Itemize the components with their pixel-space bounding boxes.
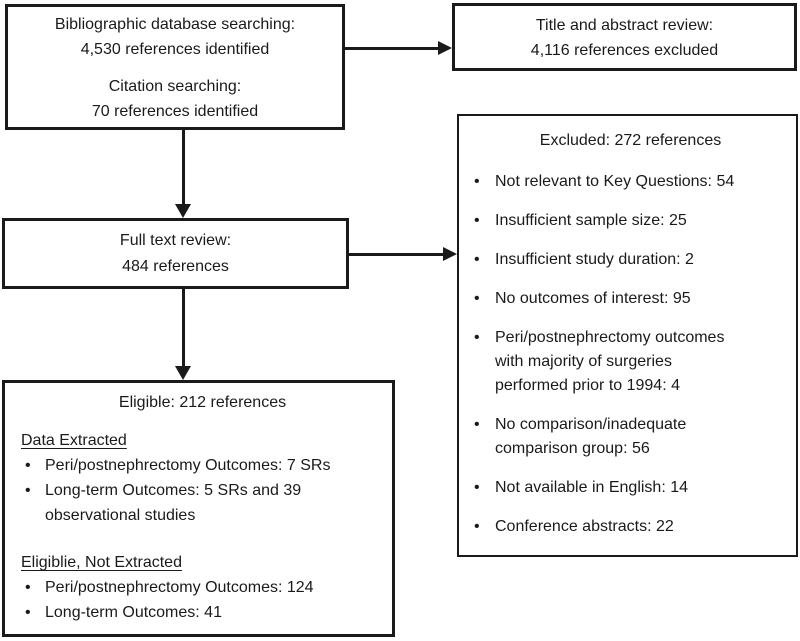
- eligible-box-title: Eligible: 212 references: [118, 394, 287, 411]
- bullet-icon: •: [474, 290, 480, 307]
- arrow-line: [182, 289, 185, 367]
- search-box-line: Bibliographic database searching:: [54, 16, 296, 33]
- title-review-line: Title and abstract review:: [535, 17, 714, 34]
- excluded-item: • No outcomes of interest: 95: [471, 287, 790, 311]
- bullet-icon: •: [25, 457, 31, 474]
- bullet-icon: •: [474, 479, 480, 496]
- excluded-item-text: Not available in English: 14: [495, 479, 689, 496]
- excluded-item: • Insufficient sample size: 25: [471, 209, 790, 233]
- search-box-line: 4,530 references identified: [80, 41, 270, 58]
- excluded-item-text: Not relevant to Key Questions: 54: [495, 173, 735, 190]
- arrow-line: [345, 47, 440, 50]
- full-text-line: Full text review:: [119, 232, 232, 249]
- bullet-icon: •: [474, 251, 480, 268]
- full-text-review-box: Full text review: 484 references: [2, 218, 349, 289]
- bullet-icon: •: [474, 518, 480, 535]
- not-extracted-item-text: Long-term Outcomes: 41: [45, 604, 222, 621]
- excluded-box-title: Excluded: 272 references: [539, 132, 722, 149]
- excluded-item: • Peri/postnephrectomy outcomes with maj…: [471, 326, 790, 398]
- bullet-icon: •: [474, 416, 480, 433]
- bullet-icon: •: [25, 482, 31, 499]
- extracted-item-text: Peri/postnephrectomy Outcomes: 7 SRs: [45, 457, 331, 474]
- bullet-icon: •: [25, 604, 31, 621]
- excluded-item-text: Conference abstracts: 22: [495, 518, 674, 535]
- spacer: [21, 528, 384, 550]
- arrow-line: [349, 253, 444, 256]
- eligible-references-box: Eligible: 212 references Data Extracted …: [2, 380, 395, 637]
- excluded-item-text: No comparison/inadequate comparison grou…: [495, 416, 687, 457]
- bullet-icon: •: [474, 329, 480, 346]
- excluded-item: • Insufficient study duration: 2: [471, 248, 790, 272]
- extracted-item-text: Long-term Outcomes: 5 SRs and 39 observa…: [45, 482, 302, 524]
- search-identification-box: Bibliographic database searching: 4,530 …: [5, 4, 345, 130]
- arrow-head-down-icon: [175, 366, 191, 380]
- excluded-item-text: Insufficient sample size: 25: [495, 212, 687, 229]
- excluded-reasons-box: Excluded: 272 references • Not relevant …: [457, 114, 798, 557]
- title-review-line: 4,116 references excluded: [530, 42, 719, 59]
- not-extracted-item: • Long-term Outcomes: 41: [21, 600, 384, 625]
- excluded-item: • No comparison/inadequate comparison gr…: [471, 413, 790, 461]
- not-extracted-item-text: Peri/postnephrectomy Outcomes: 124: [45, 579, 314, 596]
- excluded-item-text: Peri/postnephrectomy outcomes with major…: [495, 329, 725, 394]
- not-extracted-heading: Eligiblie, Not Extracted: [21, 554, 182, 571]
- bullet-icon: •: [474, 173, 480, 190]
- excluded-item: • Not relevant to Key Questions: 54: [471, 170, 790, 194]
- spacer: [8, 62, 342, 74]
- excluded-item: • Not available in English: 14: [471, 476, 790, 500]
- excluded-item-text: Insufficient study duration: 2: [495, 251, 694, 268]
- full-text-line: 484 references: [122, 258, 229, 275]
- title-abstract-review-box: Title and abstract review: 4,116 referen…: [452, 3, 797, 71]
- excluded-item: • Conference abstracts: 22: [471, 515, 790, 539]
- excluded-item-text: No outcomes of interest: 95: [495, 290, 691, 307]
- bullet-icon: •: [474, 212, 480, 229]
- arrow-head-down-icon: [175, 204, 191, 218]
- not-extracted-item: • Peri/postnephrectomy Outcomes: 124: [21, 575, 384, 600]
- arrow-head-right-icon: [438, 41, 452, 55]
- extracted-item: • Long-term Outcomes: 5 SRs and 39 obser…: [21, 478, 384, 528]
- arrow-line: [182, 130, 185, 206]
- arrow-head-right-icon: [443, 247, 457, 261]
- search-box-line: 70 references identified: [91, 103, 259, 120]
- data-extracted-heading: Data Extracted: [21, 432, 127, 449]
- search-box-line: Citation searching:: [108, 78, 242, 95]
- bullet-icon: •: [25, 579, 31, 596]
- extracted-item: • Peri/postnephrectomy Outcomes: 7 SRs: [21, 453, 384, 478]
